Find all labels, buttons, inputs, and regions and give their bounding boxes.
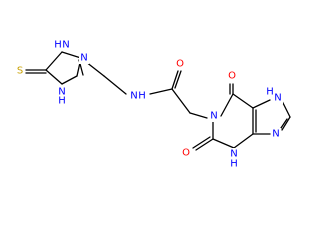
atom-label-background [229, 148, 239, 160]
atom-tz-nh-top: H [54, 40, 62, 51]
atom-tz-nh-bottom: N [58, 87, 65, 98]
atom-pur-nh7-h: H [266, 87, 274, 98]
atom-pur-n3: N [230, 149, 237, 160]
atom-label-background [57, 95, 67, 107]
atom-tz-s: S [17, 66, 23, 77]
atom-label-background [265, 86, 275, 98]
atom-label-background [181, 147, 191, 159]
atom-label-background [175, 58, 185, 70]
atom-tz-n-right: N [80, 53, 87, 64]
atom-pur-o-bottom: O [182, 148, 190, 159]
atom-label-background [57, 86, 67, 98]
atom-pur-o-top: O [228, 71, 236, 82]
atom-pur-nh3-h: H [230, 159, 238, 170]
atom-label-background [129, 90, 139, 102]
atom-label-background [137, 90, 147, 102]
atom-pur-n9: N [272, 129, 279, 140]
atom-label-background [79, 52, 89, 64]
atom-amide-n: N [130, 91, 137, 102]
atom-label-background [227, 70, 237, 82]
atom-label-background [53, 39, 63, 51]
atom-label-background [273, 92, 283, 104]
atom-amide-h: H [138, 91, 146, 102]
atom-pur-n1: N [210, 111, 217, 122]
atom-label-background [61, 39, 71, 51]
atom-label-background [209, 110, 219, 122]
atom-label-background [15, 65, 25, 77]
atom-tz-h-bottom: H [58, 96, 66, 107]
atom-label-background [229, 158, 239, 170]
atom-amide-o: O [176, 59, 184, 70]
atom-label-background [271, 128, 281, 140]
bond-lines [25, 51, 291, 151]
atom-tz-n-top: N [62, 40, 69, 51]
atom-pur-nh7-n: N [274, 93, 281, 104]
